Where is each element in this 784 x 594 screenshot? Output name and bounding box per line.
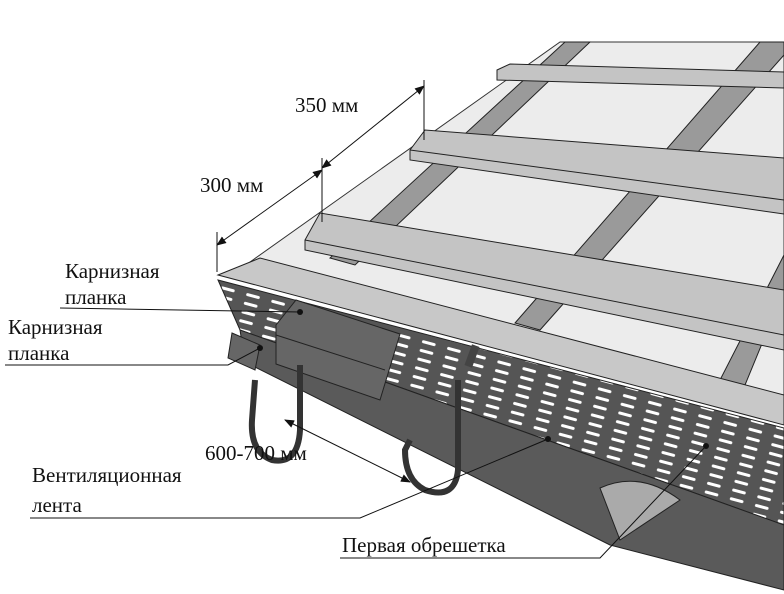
cornice-label-1-line2: планка <box>65 285 127 309</box>
vent-label-line1: Вентиляционная <box>32 463 182 487</box>
cornice-label-2-line1: Карнизная <box>8 315 103 339</box>
hook-top <box>464 344 480 368</box>
first-batten-end <box>599 480 681 541</box>
dimension-line-600-700 <box>284 419 411 483</box>
first-batten-label: Первая обрешетка <box>342 533 506 557</box>
vent-label-line2: лента <box>32 493 82 517</box>
cornice-plank-plate <box>275 299 401 401</box>
hook-spacing-label: 600-700 мм <box>205 441 307 465</box>
cornice-label-2-line2: планка <box>8 341 70 365</box>
leader-cornice-1 <box>59 307 301 313</box>
dimension-line-300 <box>216 169 323 246</box>
cornice-label-1-line1: Карнизная <box>65 259 160 283</box>
leader-vent <box>30 438 549 519</box>
dimension-line-350 <box>321 85 425 169</box>
dim-300-label: 300 мм <box>200 173 263 197</box>
leader-first-batten <box>340 445 707 559</box>
batten <box>496 63 784 89</box>
dim-350-label: 350 мм <box>295 93 358 117</box>
eaves-plank-top <box>216 257 784 426</box>
leader-cornice-2 <box>5 347 261 366</box>
